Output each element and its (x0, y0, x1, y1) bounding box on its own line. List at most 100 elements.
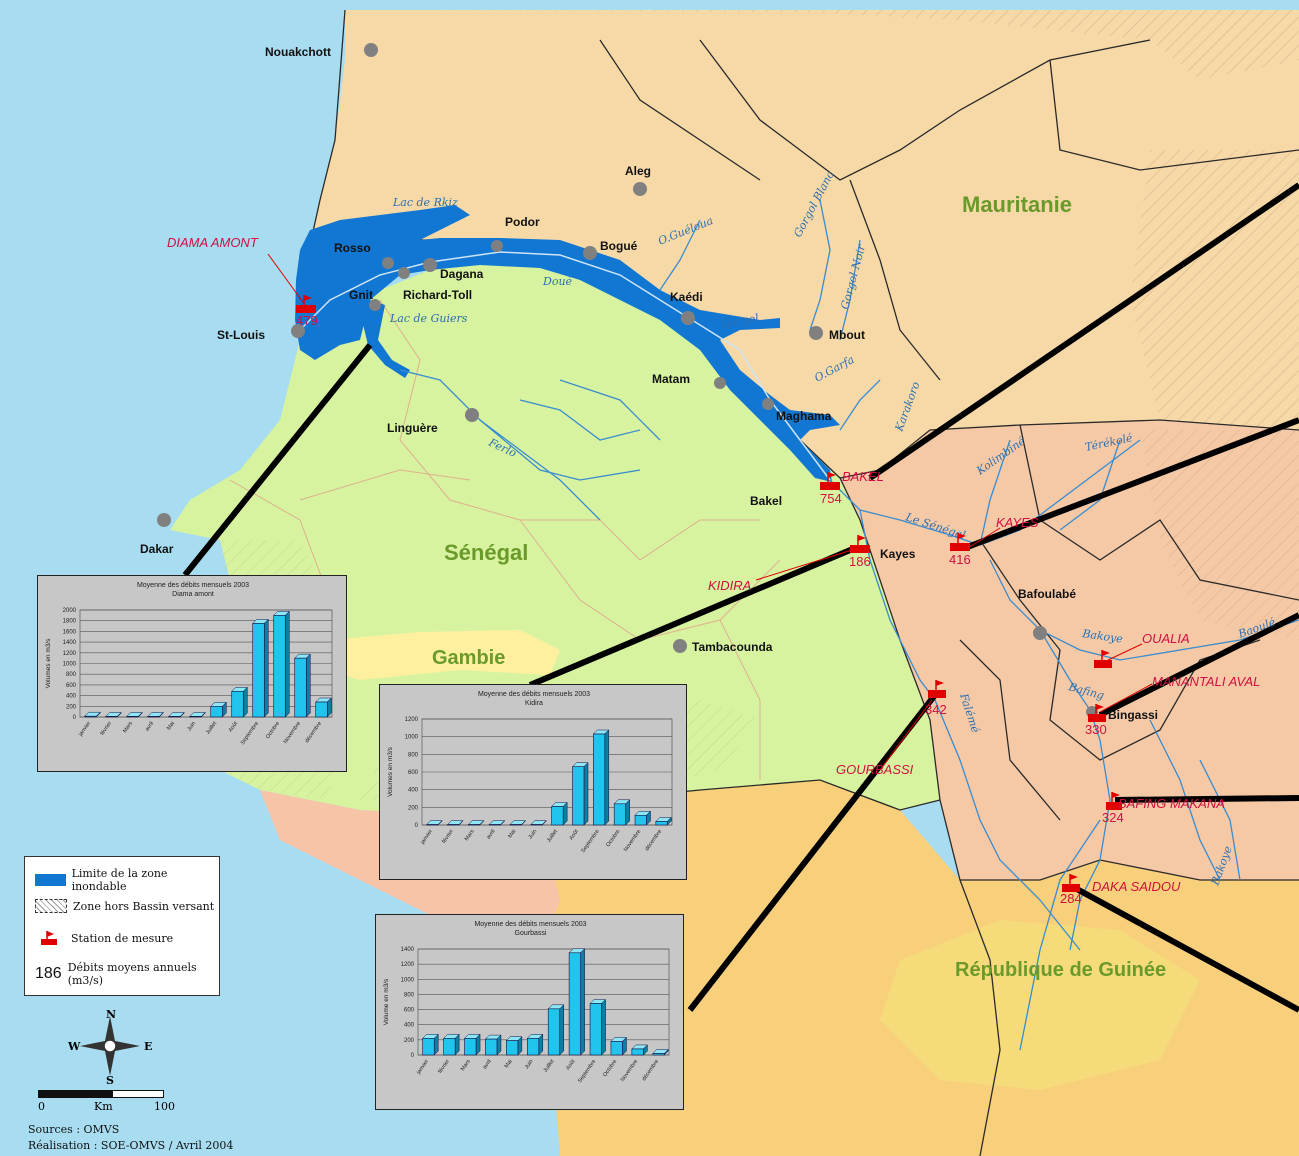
bar-side (243, 686, 248, 718)
x-tick-label: avril (482, 1059, 493, 1071)
sources: Sources : OMVS Réalisation : SOE-OMVS / … (28, 1122, 233, 1154)
flood-zone (295, 205, 840, 482)
bar-side (433, 1033, 439, 1056)
x-tick-label: décembre (641, 1059, 660, 1082)
x-tick-label: Juillet (543, 1058, 556, 1073)
leader-lines (182, 182, 1299, 1013)
x-tick-label: Novembre (623, 829, 642, 853)
station-manantali-aval: MANANTALI AVAL 330 (1085, 674, 1260, 737)
country-mauritanie: Mauritanie (962, 192, 1072, 217)
legend-flood-zone: Limite de la zone inondable (35, 867, 219, 893)
gambia-area (330, 630, 560, 680)
x-tick-label: Septembre (577, 1059, 597, 1084)
city-richard-toll: Richard-Toll (403, 288, 472, 302)
x-tick-label: Mars (460, 1059, 472, 1073)
station-kidira: KIDIRA 186 (708, 535, 871, 593)
bar (294, 657, 307, 718)
scale-start: 0 (38, 1100, 45, 1113)
bar-side (583, 762, 589, 826)
bar (589, 1003, 602, 1056)
y-tick-label: 1400 (63, 640, 77, 646)
x-tick-label: Mars (464, 829, 476, 843)
bar (315, 701, 328, 718)
bar (447, 824, 460, 826)
bar (547, 1008, 561, 1056)
scale-end: 100 (154, 1100, 175, 1113)
x-tick-label: février (99, 721, 113, 737)
bar (422, 1038, 435, 1056)
bar (526, 1038, 540, 1056)
city-markers (157, 43, 1098, 718)
x-tick-label: Septembre (240, 721, 260, 746)
station-bakel: BAKEL 754 (820, 469, 884, 506)
bar (168, 716, 181, 718)
bar-side (538, 1033, 544, 1056)
station-daka-saidou: DAKA SAIDOU 284 (1060, 874, 1181, 906)
y-tick-label: 1000 (63, 662, 77, 668)
city-tambacounda: Tambacounda (692, 640, 773, 654)
chart-gourbassi-svg: Moyenne des débits mensuels 2003Gourbass… (383, 921, 670, 1084)
scale-bar-white (112, 1090, 164, 1098)
y-axis-label: Volume en m3/s (383, 978, 390, 1025)
chart-title: Moyenne des débits mensuels 2003 (137, 582, 249, 589)
bar (568, 952, 581, 1056)
chart-subtitle: Kidira (525, 700, 543, 707)
y-tick-label: 0 (411, 1053, 415, 1059)
city-bingassi: Bingassi (1108, 708, 1158, 722)
city-aleg: Aleg (625, 164, 651, 178)
flood-zone-swatch (35, 874, 66, 886)
city-bakel: Bakel (750, 494, 782, 508)
bar (252, 623, 265, 718)
y-tick-label: 0 (73, 715, 77, 721)
x-tick-label: Septembre (580, 829, 600, 854)
scale-unit: Km (94, 1100, 113, 1113)
stations: DIAMA AMONT 479 BAKEL 754 KIDIRA 186 KAY… (167, 235, 1260, 906)
mauritania-area (310, 10, 1299, 478)
svg-text:324: 324 (1102, 810, 1124, 825)
bar-side (306, 653, 311, 718)
legend-flow: 186 Débits moyens annuels (m3/s) (35, 961, 219, 987)
compass-n: N (106, 1008, 116, 1021)
outside-basin-swatch (35, 899, 67, 913)
svg-text:BAFING MAKANA: BAFING MAKANA (1118, 796, 1225, 811)
city-dagana: Dagana (440, 267, 484, 281)
city-bafoulabe: Bafoulabé (1018, 587, 1076, 601)
x-tick-label: janvier (77, 721, 92, 739)
legend-outside-basin-label: Zone hors Bassin versant (73, 899, 215, 913)
chart-subtitle: Gourbassi (515, 930, 547, 937)
y-tick-label: 400 (66, 694, 77, 700)
station-oualia: OUALIA (1094, 631, 1190, 668)
bar-side (559, 1004, 564, 1056)
scale-bar: 0 Km 100 (38, 1088, 175, 1118)
water-bakoye: Bakoye (1081, 627, 1125, 646)
city-mbout: Mbout (829, 328, 865, 342)
bar (634, 814, 647, 826)
bar (126, 716, 139, 718)
city-rosso: Rosso (334, 241, 371, 255)
city-kaedi: Kaédi (670, 290, 703, 304)
bar (610, 1041, 623, 1056)
bar-side (625, 799, 630, 826)
y-tick-label: 1000 (405, 735, 419, 741)
bar (443, 1038, 456, 1056)
city-kayes: Kayes (880, 547, 916, 561)
x-tick-label: Juillet (205, 720, 218, 735)
water-lac-de-rkiz: Lac de Rkiz (392, 196, 458, 209)
y-tick-label: 1000 (401, 977, 415, 983)
y-tick-label: 1800 (63, 619, 77, 625)
x-tick-label: janvier (415, 1059, 430, 1077)
y-tick-label: 800 (408, 752, 419, 758)
y-axis-label: Volumes en m3/s (45, 638, 52, 689)
station-flag-icon (35, 931, 65, 945)
legend-station-label: Station de mesure (71, 931, 174, 945)
x-tick-label: Mars (122, 721, 134, 735)
y-tick-label: 800 (66, 672, 77, 678)
svg-text:MANANTALI AVAL: MANANTALI AVAL (1152, 674, 1260, 689)
y-tick-label: 400 (404, 1023, 415, 1029)
y-tick-label: 2000 (63, 608, 77, 614)
compass-w: W (67, 1040, 81, 1053)
bar (231, 691, 244, 718)
y-tick-label: 200 (404, 1038, 415, 1044)
